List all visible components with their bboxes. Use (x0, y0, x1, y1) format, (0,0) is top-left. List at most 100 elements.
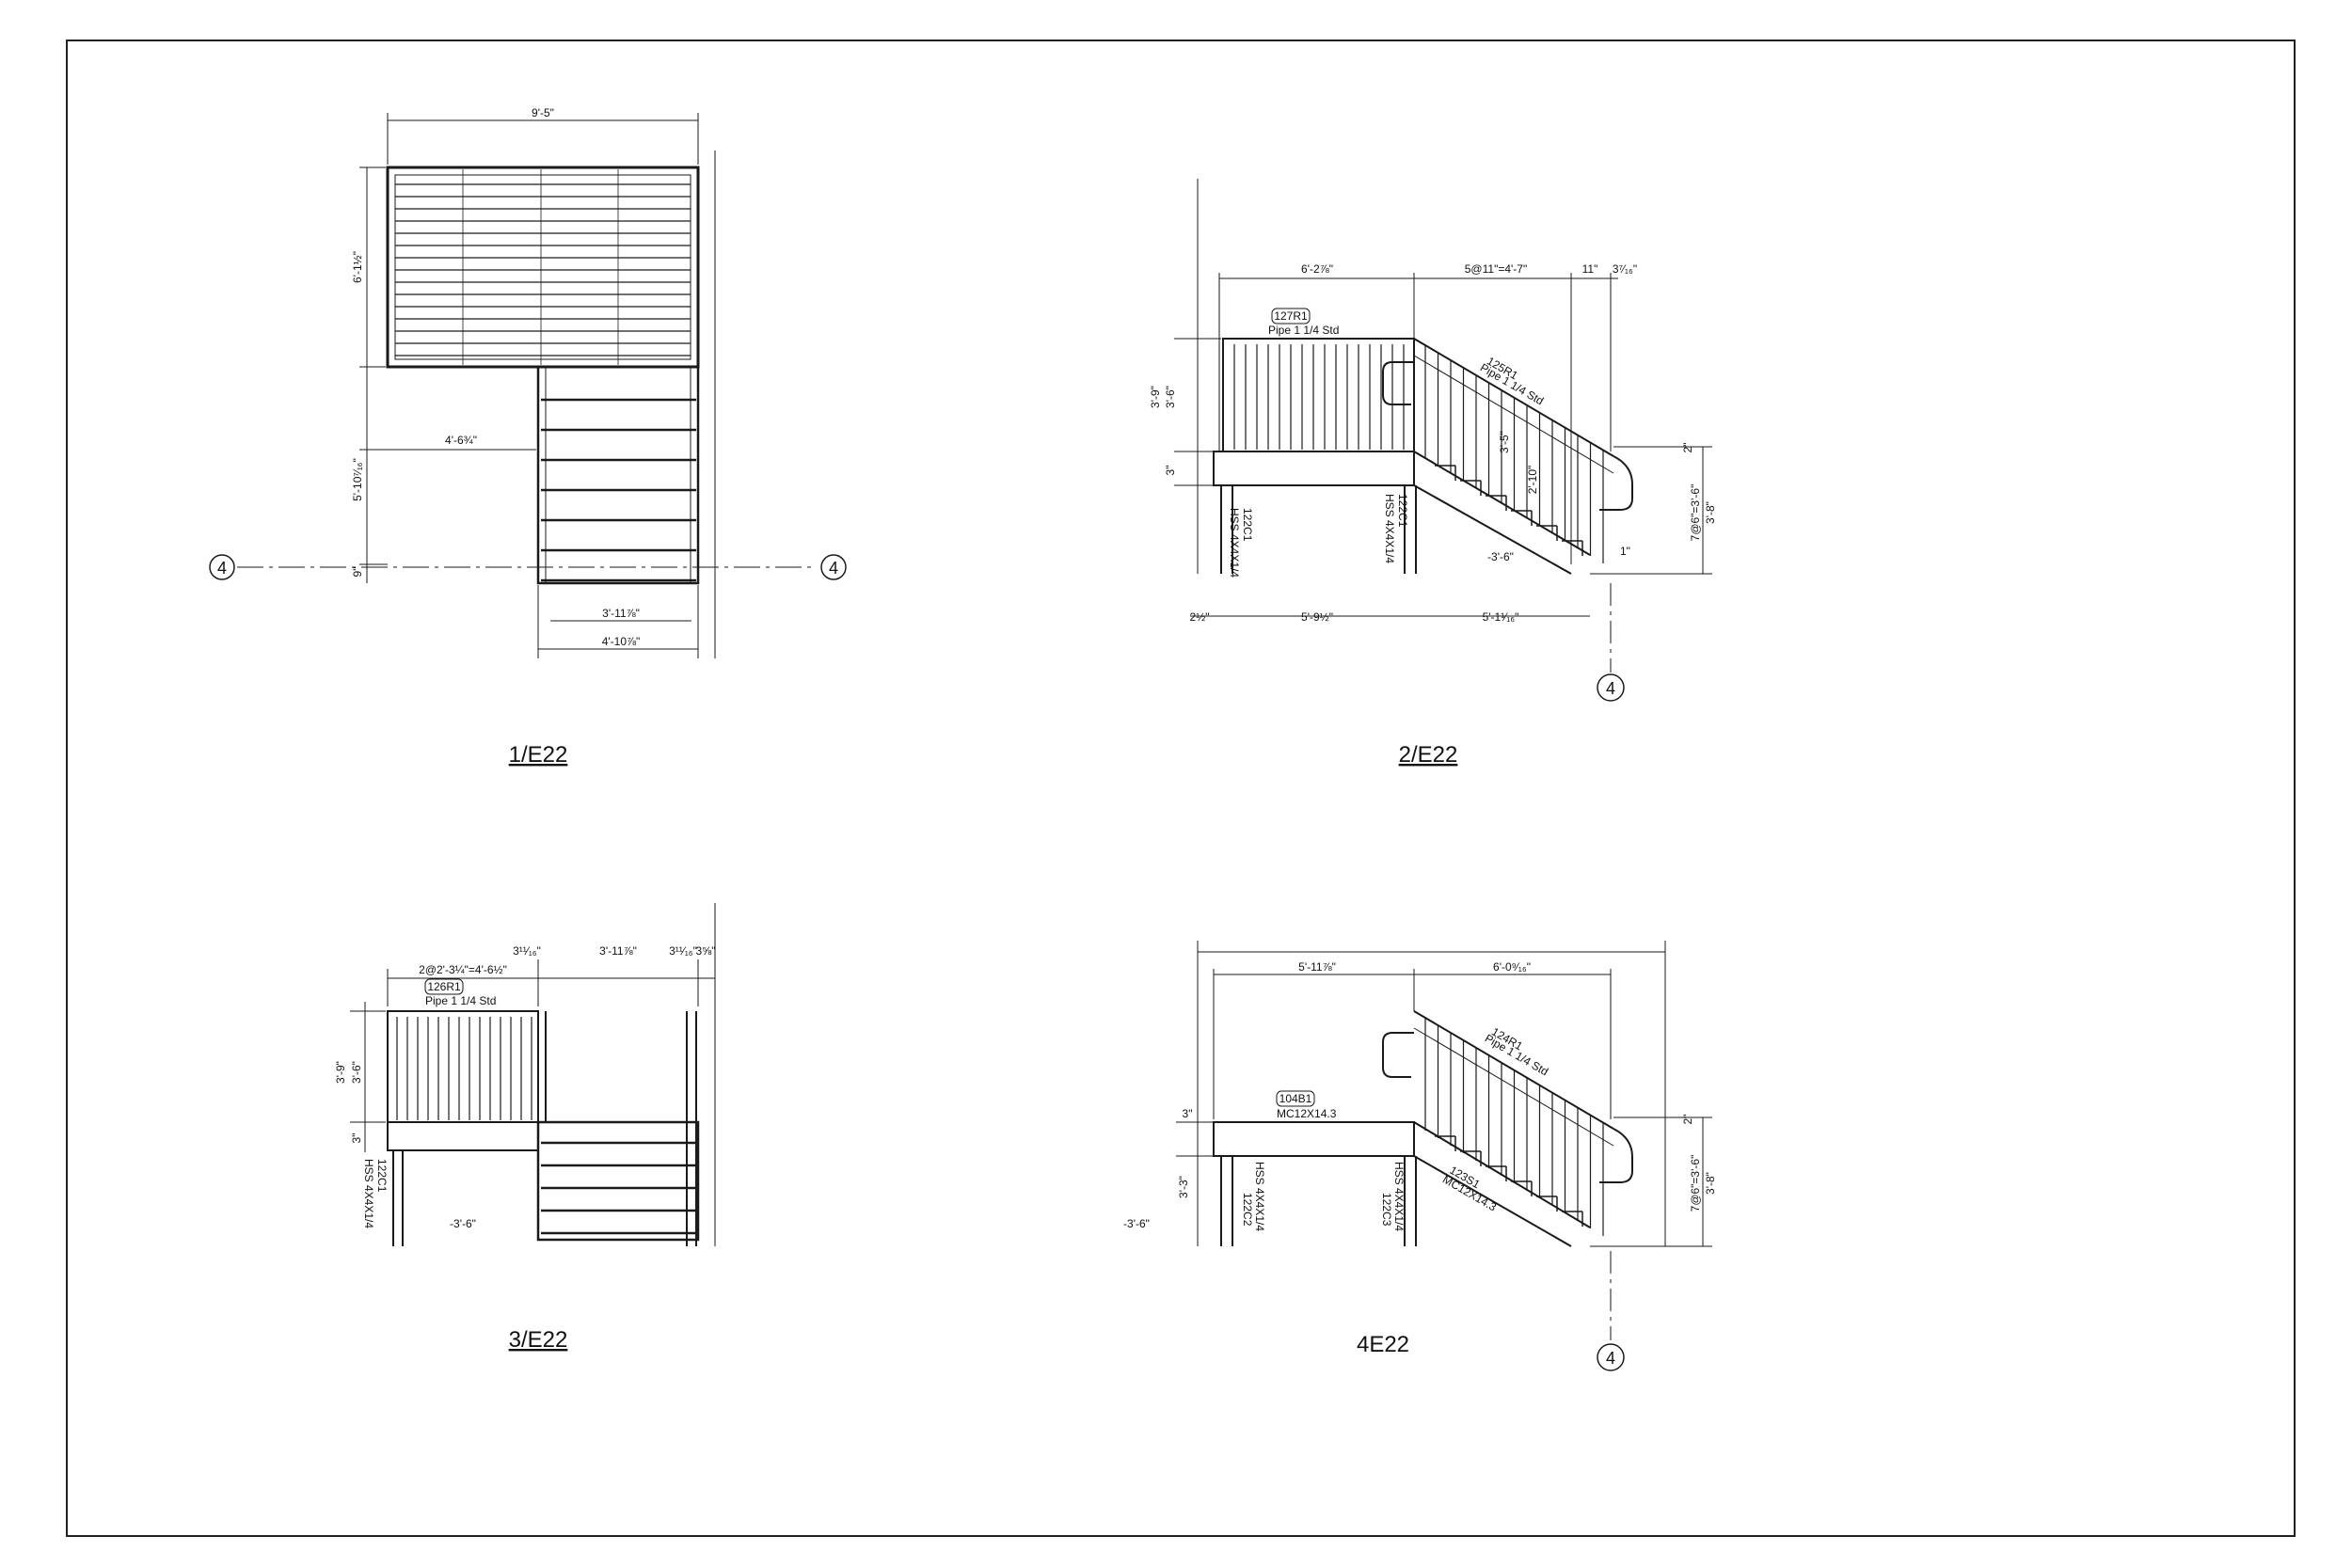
dim-stair-outer: 4'-10⅞" (602, 635, 641, 648)
dim-bottom-left: 5'-9½" (1301, 610, 1333, 624)
grid-label-right: 4 (829, 559, 838, 578)
view-2-elevation (1174, 179, 1712, 702)
stair-plan (536, 365, 700, 585)
dim-col-h: 3'-3" (1177, 1176, 1190, 1198)
dim-upper-height: 6'-1½" (351, 251, 364, 283)
dim-bottom-gap: 9" (351, 567, 364, 578)
grid-bubble (1597, 1343, 1625, 1371)
deck-beam (387, 1121, 539, 1151)
view-3-text: 2@2'-3¼"=4'-6½" 3¹¹⁄₁₆" 3'-11⅞" 3¹¹⁄₁₆" … (334, 944, 715, 1353)
column-desc-a: HSS 4X4X1/4 (1228, 508, 1241, 578)
deck-beam (1213, 1121, 1415, 1157)
dim-top-mid: 5@11"=4'-7" (1465, 262, 1527, 276)
dim-top-a: 3¹¹⁄₁₆" (513, 944, 541, 958)
rail-tag-box (1271, 308, 1311, 325)
view-title-4: 4E22 (1357, 1332, 1409, 1357)
stair-treads (541, 398, 696, 582)
dim-deck-t: 3" (350, 1133, 363, 1144)
column-tag: 122C1 (375, 1159, 389, 1193)
dim-rail-small: 2" (1681, 1115, 1694, 1125)
dim-ground: -3'-6" (450, 1217, 476, 1230)
dim-top-left: 6'-2⅞" (1301, 262, 1333, 276)
grid-bubble-left (209, 554, 235, 580)
dim-stair-end: 1" (1620, 545, 1630, 558)
dim-post-b: 2'-10" (1526, 466, 1539, 495)
stair-end-view (536, 1120, 700, 1242)
dim-top-spacing: 2@2'-3¼"=4'-6½" (419, 963, 507, 976)
dim-top-right: 6'-0⁹⁄₁₆" (1493, 960, 1531, 974)
view-4-elevation (1176, 941, 1712, 1371)
view-title-2: 2/E22 (1399, 742, 1458, 768)
rail-tag: 126R1 (427, 980, 461, 993)
stair-rail-pickets (1424, 345, 1604, 563)
stair-steps (1435, 465, 1583, 556)
dim-rail-small: 2" (1681, 443, 1694, 453)
column-desc: HSS 4X4X1/4 (362, 1159, 375, 1228)
dim-rise-b: 3'-8" (1704, 1172, 1717, 1195)
dim-top-c: 3¹¹⁄₁₆" (669, 944, 697, 958)
column-tag-b: 122C1 (1396, 494, 1409, 528)
grid-bubble-right (820, 554, 847, 580)
view-3-elevation (350, 903, 716, 1246)
dim-rise-total: 7@6"=3'-6" (1689, 1155, 1702, 1212)
upper-grating-bars (395, 183, 691, 356)
dim-ground: -3'-6" (1123, 1217, 1150, 1230)
stair-rail-pickets (1424, 1018, 1604, 1236)
view-1-text: 9'-5" 6'-1½" 5'-10⁷⁄₁₆" 4'-6¾" 9" 3'-11⅞… (217, 106, 838, 768)
dim-top-right-b: 3⁷⁄₁₆" (1613, 262, 1637, 276)
dim-rail-h2: 3'-6" (1164, 386, 1177, 408)
rail-return-top (1382, 1032, 1414, 1078)
stair-treads (541, 1141, 696, 1235)
grid-label: 4 (1606, 1349, 1615, 1368)
dim-top-right-a: 11" (1582, 262, 1598, 276)
beam-desc: MC12X14.3 (1277, 1107, 1337, 1120)
column-tag-b: 122C3 (1380, 1193, 1393, 1227)
beam-tag: 104B1 (1279, 1092, 1312, 1105)
stair-stringer-bottom (1413, 484, 1572, 575)
dim-lower-height: 5'-10⁷⁄₁₆" (351, 458, 364, 501)
dim-bottom-edge: 2½" (1190, 610, 1210, 624)
rail-desc: Pipe 1 1/4 Std (425, 994, 496, 1007)
dim-deck-t: 3" (1183, 1107, 1193, 1120)
view-title-1: 1/E22 (509, 742, 568, 768)
guardrail-pickets (396, 1017, 532, 1120)
rail-tag-box (424, 978, 464, 995)
dim-rail-h1: 3'-9" (1149, 386, 1162, 408)
deck-beam (1213, 451, 1415, 486)
sheet-border (66, 40, 2296, 1537)
view-4-text: 5'-11⅞" 6'-0⁹⁄₁₆" 104B1 MC12X14.3 124R1 … (1123, 960, 1717, 1368)
guardrail-pickets (1233, 344, 1405, 450)
column-tag-a: 122C2 (1241, 1193, 1254, 1227)
guardrail-frame (387, 1010, 539, 1123)
guardrail-frame (1222, 338, 1415, 452)
rail-return-top (1382, 361, 1414, 405)
dim-deck-t: 3" (1164, 466, 1177, 476)
grid-bubble (1597, 673, 1625, 702)
rail-desc: Pipe 1 1/4 Std (1268, 324, 1339, 337)
dim-rise-b: 3'-8" (1704, 501, 1717, 524)
column-tag-a: 122C1 (1241, 508, 1254, 542)
rail-return-bottom (1599, 1128, 1633, 1183)
rail-tag: 127R1 (1274, 309, 1308, 323)
column-desc-a: HSS 4X4X1/4 (1253, 1162, 1266, 1231)
dim-post-a: 3'-5" (1498, 431, 1511, 453)
stair-rail-top (1413, 1010, 1614, 1130)
dim-rail-h1: 3'-9" (334, 1061, 347, 1084)
grid-label: 4 (1606, 679, 1615, 698)
dim-top-b: 3'-11⅞" (599, 944, 637, 958)
column-desc-b: HSS 4X4X1/4 (1383, 494, 1396, 563)
dim-stair-inner: 3'-11⅞" (602, 607, 640, 620)
dim-bottom-right: 5'-1¹⁄₁₆" (1483, 610, 1519, 624)
grid-label-left: 4 (217, 559, 227, 578)
dim-top-d: 3⅝" (696, 944, 716, 958)
upper-platform (386, 166, 700, 369)
column-desc-b: HSS 4X4X1/4 (1392, 1162, 1406, 1231)
dim-top-width: 9'-5" (532, 106, 554, 119)
dim-landing-offset: 4'-6¾" (445, 434, 477, 447)
beam-tag-box (1276, 1090, 1315, 1107)
upper-platform-inner (394, 174, 691, 360)
dim-ground: -3'-6" (1487, 550, 1514, 563)
stair-stringer-bottom (1413, 1155, 1572, 1247)
dim-rise-total: 7@6"=3'-6" (1689, 484, 1702, 542)
